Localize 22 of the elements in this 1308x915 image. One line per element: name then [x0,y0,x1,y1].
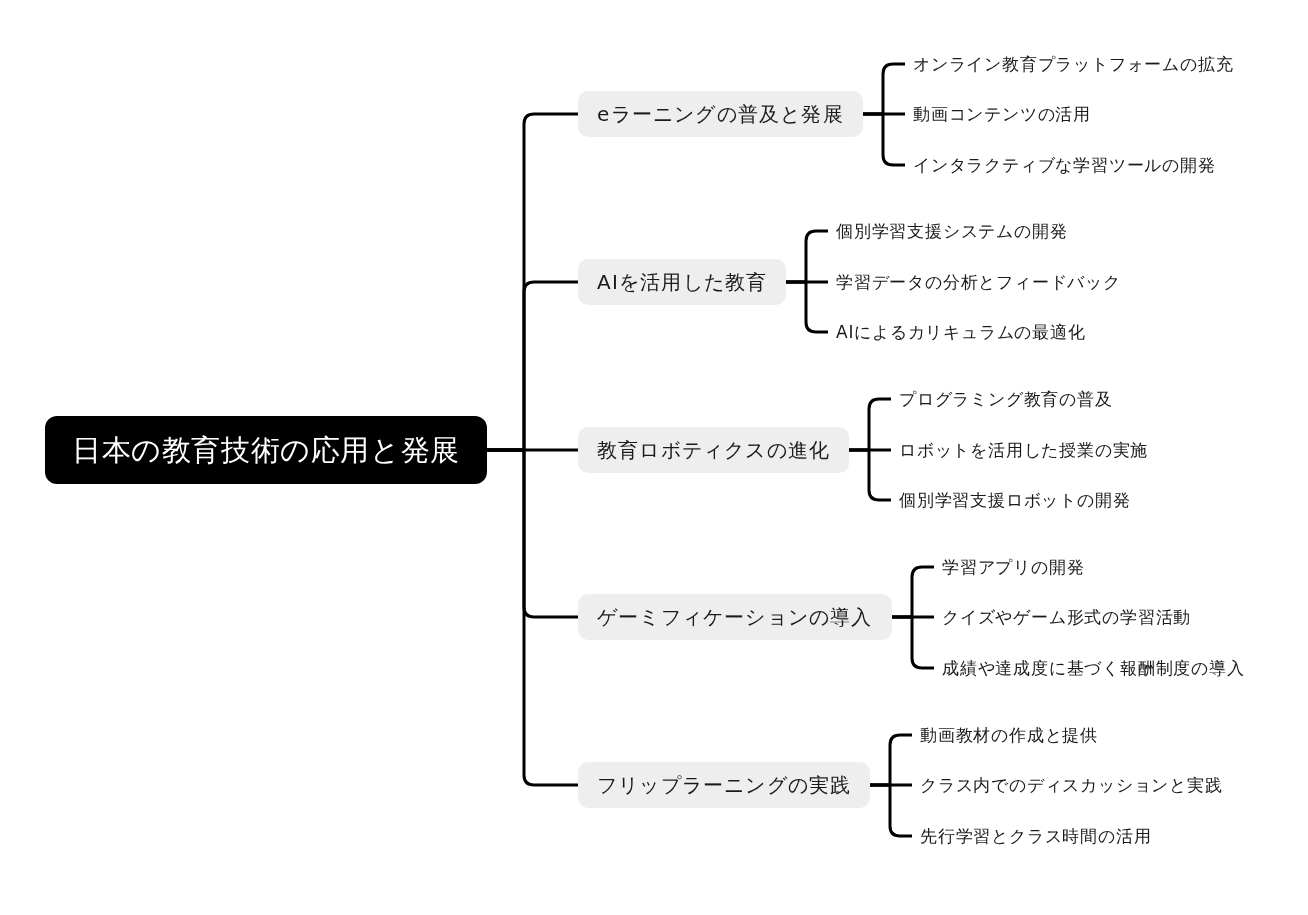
subtopic-text: 学習アプリの開発 [934,555,1087,579]
topic-box: ゲーミフィケーションの導入 [578,594,892,640]
topic-box: フリップラーニングの実践 [578,762,871,808]
subtopic-text: ロボットを活用した授業の実施 [891,438,1151,462]
subtopic-text: クラス内でのディスカッションと実践 [912,773,1225,797]
subtopic-text: 成績や達成度に基づく報酬制度の導入 [934,656,1247,680]
subtopic-text: 個別学習支援システムの開発 [828,219,1070,243]
subtopic-text: インタラクティブな学習ツールの開発 [905,153,1218,177]
subtopic-text: クイズやゲーム形式の学習活動 [934,605,1194,629]
subtopic-text: 学習データの分析とフィードバック [828,270,1123,294]
topic-box: 教育ロボティクスの進化 [578,427,850,473]
connector-line [487,448,578,787]
topic-box: AIを活用した教育 [578,259,787,305]
subtopic-text: 先行学習とクラス時間の活用 [912,824,1154,848]
central-topic: 日本の教育技術の応用と発展 [45,416,487,484]
subtopic-text: 動画コンテンツの活用 [905,102,1093,126]
subtopic-text: 動画教材の作成と提供 [912,723,1100,747]
subtopic-text: オンライン教育プラットフォームの拡充 [905,52,1236,76]
subtopic-text: 個別学習支援ロボットの開発 [891,488,1133,512]
subtopic-text: プログラミング教育の普及 [891,387,1115,411]
subtopic-text: AIによるカリキュラムの最適化 [828,320,1088,344]
topic-box: eラーニングの普及と発展 [578,91,863,137]
